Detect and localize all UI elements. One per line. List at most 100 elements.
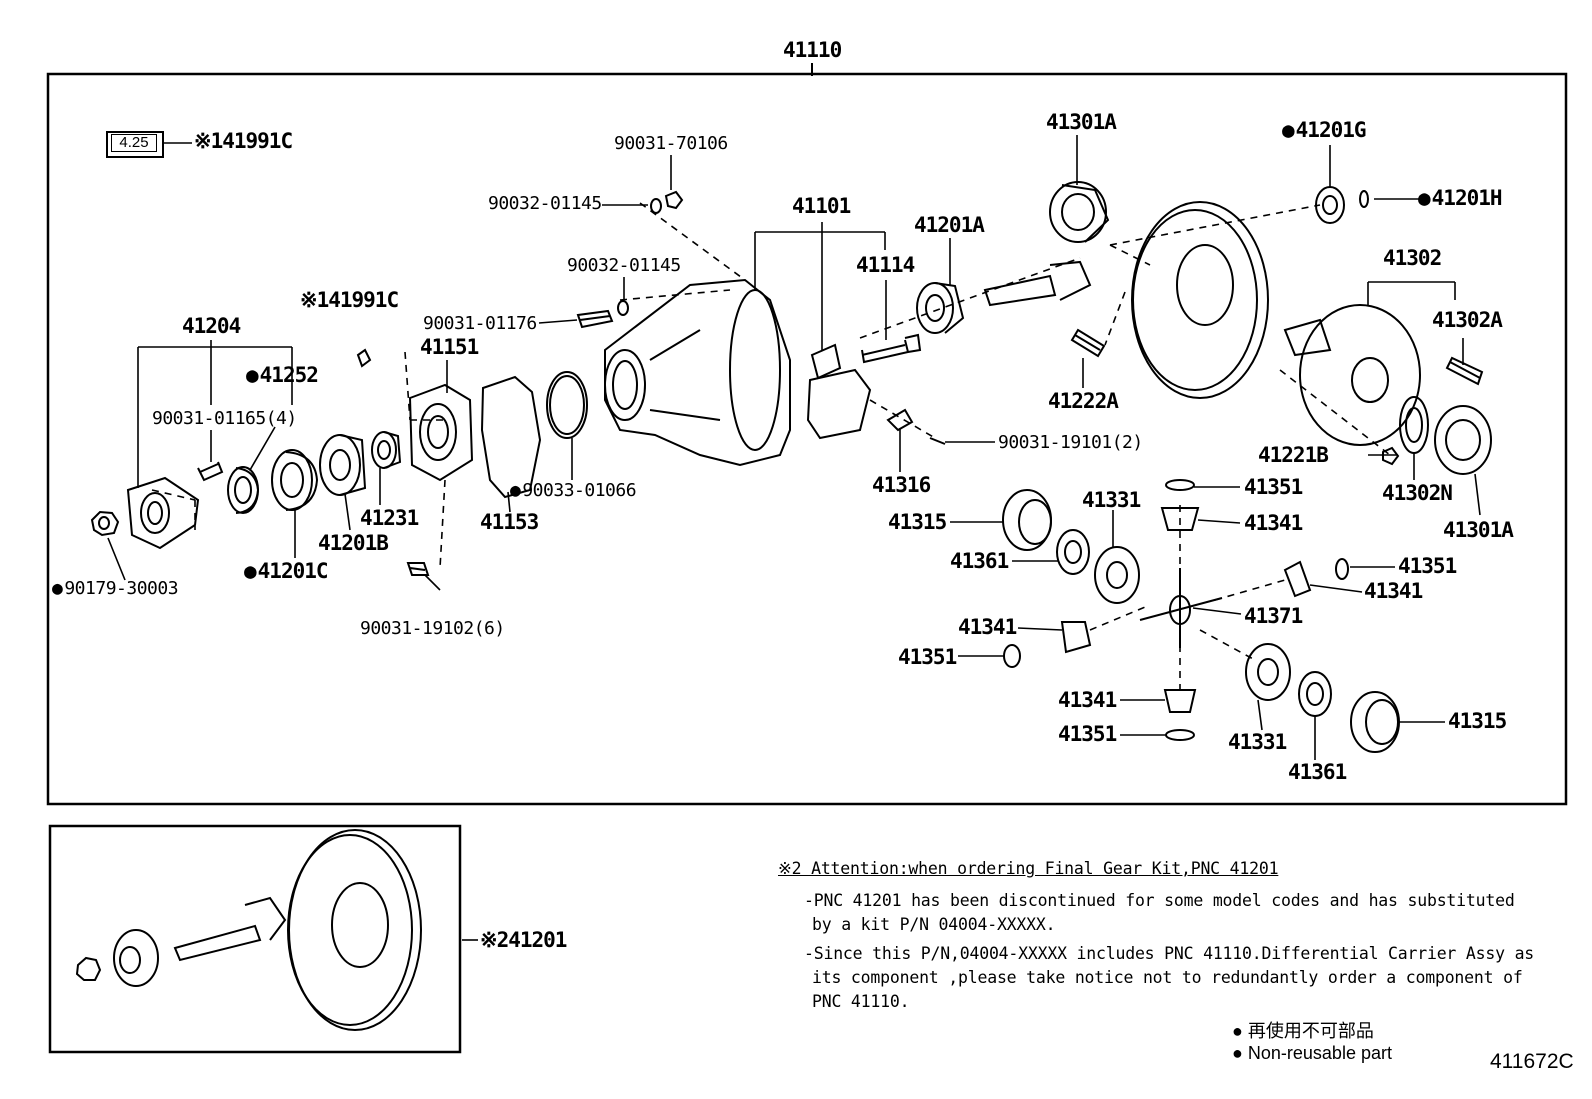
clip-41991C (356, 348, 372, 368)
bearing-41301A-top (1049, 181, 1110, 243)
note-title: ※2 Attention:when ordering Final Gear Ki… (778, 859, 1279, 878)
nut-41221B (1382, 446, 1400, 466)
carrier-housing-41101 (604, 278, 791, 467)
assembly-guide-lines (151, 202, 1391, 695)
label-41301A-bottom[interactable]: 41301A (1443, 518, 1514, 542)
label-41201G[interactable]: 41201G (1282, 118, 1367, 142)
adjusting-nut-41315-b (1350, 691, 1400, 753)
label-90031-01165[interactable]: 90031-01165(4) (152, 408, 297, 429)
ring-gear (1131, 201, 1269, 399)
label-41331-b[interactable]: 41331 (1228, 730, 1287, 754)
label-41201B[interactable]: 41201B (318, 531, 389, 555)
gasket-41153 (480, 375, 542, 499)
label-90031-70106[interactable]: 90031-70106 (614, 133, 728, 154)
label-41302A[interactable]: 41302A (1432, 308, 1503, 332)
label-41302[interactable]: 41302 (1383, 246, 1442, 270)
label-41302N[interactable]: 41302N (1382, 481, 1453, 505)
label-41371[interactable]: 41371 (1244, 604, 1303, 628)
nut-90179-30003 (90, 510, 120, 537)
label-41991C-top[interactable]: ※141991C (194, 129, 293, 153)
label-90031-19101[interactable]: 90031-19101(2) (998, 432, 1143, 453)
label-41341-c[interactable]: 41341 (958, 615, 1017, 639)
bearing-41201G (1315, 186, 1345, 224)
label-41341-b[interactable]: 41341 (1364, 579, 1423, 603)
washer-90032-01145-a (650, 198, 662, 214)
washer-41351-b (1335, 558, 1349, 580)
adjusting-nut-41315-a (1002, 489, 1052, 551)
label-41201H[interactable]: 41201H (1418, 186, 1503, 210)
label-41222A[interactable]: 41222A (1048, 389, 1119, 413)
oil-seal-41252 (227, 466, 260, 514)
clip-41316 (886, 408, 914, 432)
bearing-41201A (916, 282, 965, 334)
note-line-5: PNC 41110. (812, 992, 910, 1011)
main-frame (46, 72, 1568, 806)
diagram-code: 411672C (1490, 1050, 1574, 1073)
label-41341-a[interactable]: 41341 (1244, 511, 1303, 535)
o-ring-90033-01066 (546, 371, 588, 439)
kit-frame (48, 824, 462, 1054)
bearing-cap (806, 343, 872, 440)
label-41361-b[interactable]: 41361 (1288, 760, 1347, 784)
nut-90031-70106 (664, 190, 684, 210)
label-41114[interactable]: 41114 (856, 253, 915, 277)
label-41315-b[interactable]: 41315 (1448, 709, 1507, 733)
label-41351-c[interactable]: 41351 (898, 645, 957, 669)
note-line-2: by a kit P/N 04004-XXXXX. (812, 915, 1056, 934)
legend-dot-icon: ● (1232, 1043, 1243, 1063)
label-41351-d[interactable]: 41351 (1058, 722, 1117, 746)
side-gear-41331-a (1094, 546, 1140, 604)
label-90031-01176[interactable]: 90031-01176 (423, 313, 537, 334)
label-41204[interactable]: 41204 (182, 314, 241, 338)
spacer-41231 (371, 431, 402, 469)
washer-41351-c (1003, 644, 1021, 668)
note-line-1: -PNC 41201 has been discontinued for som… (804, 891, 1515, 910)
label-41101[interactable]: 41101 (792, 194, 851, 218)
bolt-90031-19102 (406, 562, 430, 576)
attention-note: ※2 Attention:when ordering Final Gear Ki… (778, 857, 1534, 1014)
label-41231[interactable]: 41231 (360, 506, 419, 530)
torque-box: 4.25 (106, 131, 164, 158)
washer-41351-d (1165, 729, 1195, 741)
label-41201C[interactable]: 41201C (244, 559, 329, 583)
bearing-41201C (271, 449, 319, 511)
final-gear-kit-illustration (75, 829, 422, 1031)
label-41351-b[interactable]: 41351 (1398, 554, 1457, 578)
note-line-4: its component ,please take notice not to… (812, 968, 1523, 987)
legend: ● 再使用不可部品 ● Non-reusable part (1232, 1017, 1392, 1064)
leader-lines (107, 135, 1481, 941)
label-41316[interactable]: 41316 (872, 473, 931, 497)
legend-en: Non-reusable part (1247, 1043, 1392, 1063)
washer-90032-01145-b (617, 300, 629, 316)
drive-pinion (983, 260, 1092, 307)
label-41351-a[interactable]: 41351 (1244, 475, 1303, 499)
label-41301A-top[interactable]: 41301A (1046, 110, 1117, 134)
bolt-41302A (1445, 356, 1484, 386)
label-90179-30003[interactable]: 90179-30003 (52, 578, 178, 599)
label-41991C-mid[interactable]: ※141991C (300, 288, 399, 312)
label-41341-d[interactable]: 41341 (1058, 688, 1117, 712)
washer-41351-a (1165, 479, 1195, 491)
label-41201A[interactable]: 41201A (914, 213, 985, 237)
label-90032-01145-a[interactable]: 90032-01145 (488, 193, 602, 214)
label-41315-a[interactable]: 41315 (888, 510, 947, 534)
label-41153[interactable]: 41153 (480, 510, 539, 534)
bearing-41301A-bottom (1434, 405, 1492, 475)
label-41221B[interactable]: 41221B (1258, 443, 1329, 467)
pinion-gear-41341-a (1160, 507, 1200, 531)
label-41361-a[interactable]: 41361 (950, 549, 1009, 573)
pinion-gear-41341-d (1163, 689, 1197, 713)
differential-case-41302 (1283, 304, 1421, 446)
bolt-90031-01176 (576, 309, 614, 329)
washer-41361-b (1298, 671, 1332, 717)
label-90032-01145-b[interactable]: 90032-01145 (567, 255, 681, 276)
label-90033-01066[interactable]: 90033-01066 (510, 480, 636, 501)
bolt-41114 (861, 333, 922, 364)
label-41201-kit[interactable]: ※241201 (480, 928, 567, 952)
label-41331-a[interactable]: 41331 (1082, 488, 1141, 512)
label-90031-19102[interactable]: 90031-19102(6) (360, 618, 505, 639)
label-41252[interactable]: 41252 (246, 363, 319, 387)
pinion-gear-41341-c (1060, 621, 1092, 654)
label-41151[interactable]: 41151 (420, 335, 479, 359)
legend-jp: 再使用不可部品 (1247, 1021, 1374, 1041)
